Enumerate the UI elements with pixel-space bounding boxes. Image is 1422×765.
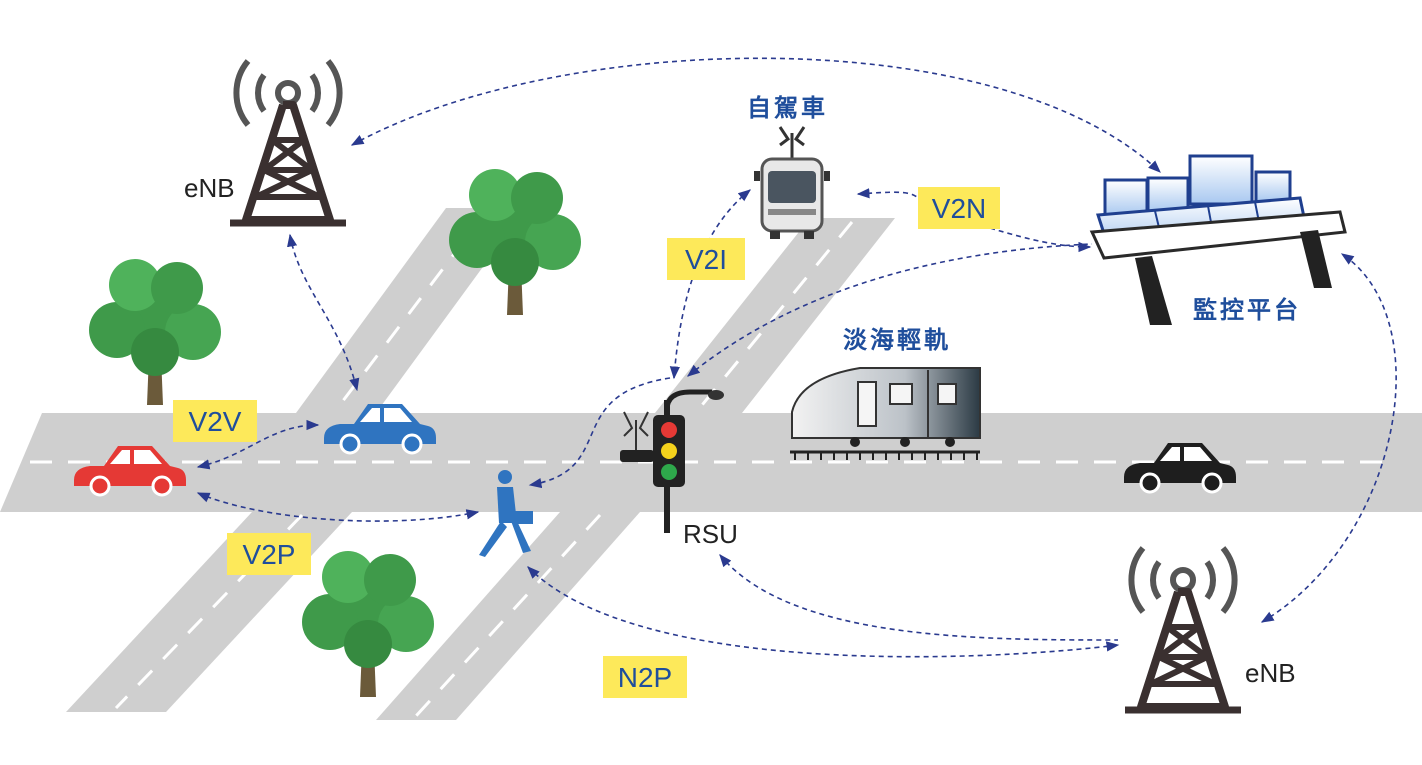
link-v2i [669, 189, 751, 380]
link-v2p [196, 492, 480, 522]
link-enb-bottom-platform [1260, 253, 1397, 623]
link-n2p [527, 566, 1120, 658]
light-rail-label: 淡海輕軌 [843, 326, 951, 354]
autonomous-bus-icon [754, 126, 830, 239]
link-v2n-platform [989, 227, 1092, 253]
tree-icon [302, 551, 434, 697]
enb-top-label: eNB [184, 173, 235, 203]
svg-text:V2I: V2I [685, 244, 727, 275]
link-enb-bottom-rsu [719, 554, 1119, 641]
right-road-lower [376, 512, 640, 720]
tag-v2v: V2V [173, 400, 257, 442]
tree-icon [89, 259, 221, 405]
tree-icon [449, 169, 581, 315]
link-rsu-pedestrian [528, 377, 671, 489]
link-enb-top-blue-car [287, 233, 360, 392]
tag-v2i: V2I [667, 238, 745, 280]
svg-text:V2V: V2V [189, 406, 242, 437]
tag-v2p: V2P [227, 533, 311, 575]
svg-text:V2P: V2P [243, 539, 296, 570]
right-road-lane-line-upper [696, 221, 854, 411]
link-enb-top-platform [350, 57, 1161, 173]
autonomous-bus-label: 自駕車 [747, 94, 828, 122]
right-road-lane-line-lower [414, 513, 602, 718]
communication-links [196, 57, 1397, 658]
monitoring-platform-label: 監控平台 [1193, 296, 1301, 324]
enb-tower-icon [230, 59, 346, 227]
pedestrian-icon [479, 470, 533, 557]
tag-n2p: N2P [603, 656, 687, 698]
link-rsu-platform [687, 243, 1093, 377]
link-v2n [856, 188, 919, 199]
enb-tower-icon [1125, 546, 1241, 714]
svg-text:N2P: N2P [618, 662, 672, 693]
light-rail-train-icon [790, 367, 981, 460]
rsu-traffic-light-icon [620, 389, 724, 533]
tag-v2n: V2N [918, 187, 1000, 229]
blue-car-icon [324, 404, 436, 455]
red-car-icon [74, 446, 186, 497]
rsu-label: RSU [683, 519, 738, 549]
link-v2v [196, 419, 320, 470]
black-car-icon [1124, 443, 1236, 494]
enb-bottom-label: eNB [1245, 658, 1296, 688]
svg-text:V2N: V2N [932, 193, 986, 224]
